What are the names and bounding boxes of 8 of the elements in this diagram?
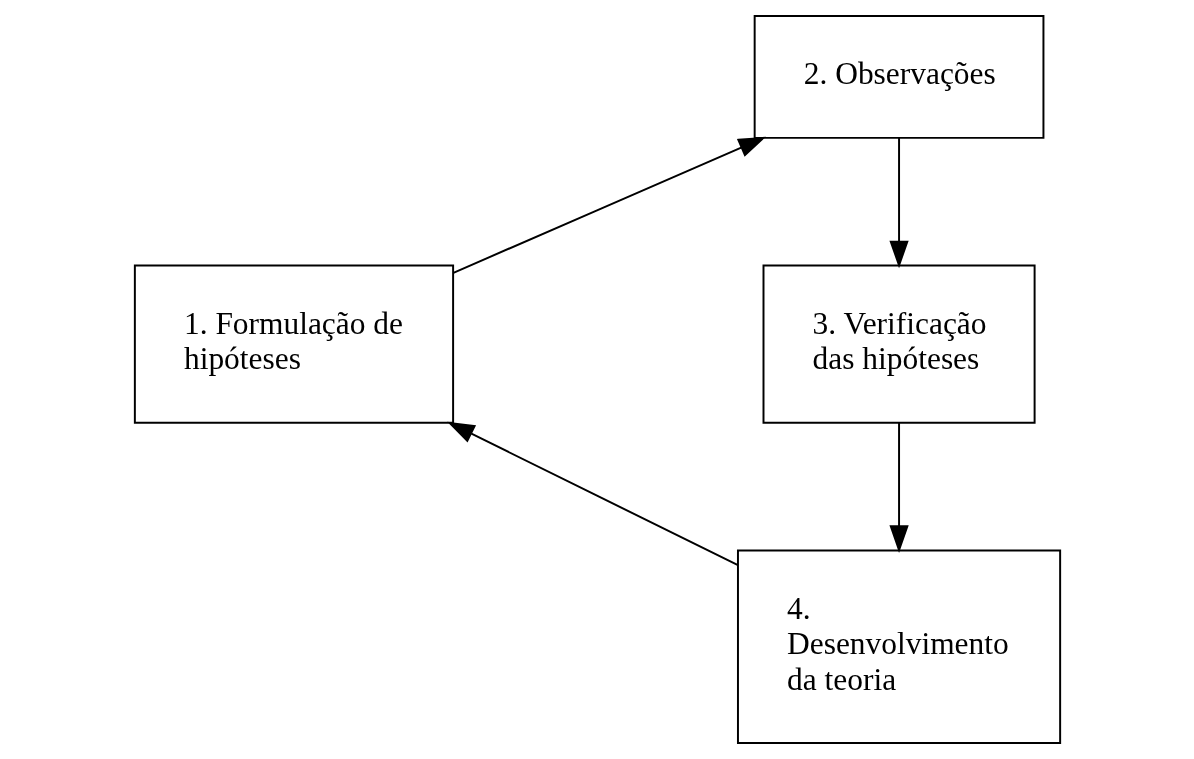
node-box: 1. Formulação de hipóteses [133, 264, 454, 424]
arrow [446, 421, 739, 567]
node-box: 4. Desenvolvimento da teoria [736, 549, 1061, 744]
arrow [451, 136, 766, 274]
node-box: 3. Verificação das hipóteses [762, 264, 1036, 424]
node-box: 2. Observações [753, 15, 1044, 139]
arrow [888, 422, 909, 553]
arrow [888, 137, 909, 269]
